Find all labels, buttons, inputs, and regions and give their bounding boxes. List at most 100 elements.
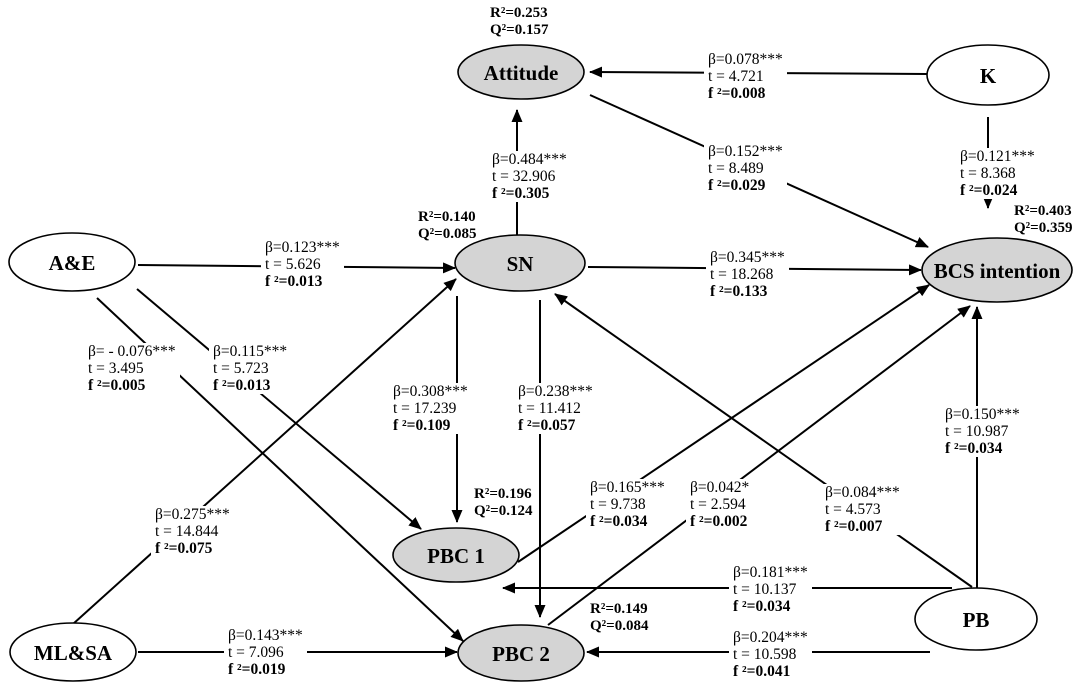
coef-k-to-bcs-intention: β=0.121*** t = 8.368 f ²=0.024 bbox=[956, 148, 1039, 199]
effect-size: f ²=0.013 bbox=[265, 273, 323, 290]
beta-value: β=0.275*** bbox=[155, 506, 230, 523]
t-value: t = 18.268 bbox=[710, 266, 774, 283]
effect-size: f ²=0.008 bbox=[708, 85, 766, 102]
node-bcs-intention: BCS intention bbox=[921, 237, 1073, 303]
t-value: t = 7.096 bbox=[228, 644, 284, 661]
coef-sn-to-pbc2: β=0.238*** t = 11.412 f ²=0.057 bbox=[514, 383, 597, 434]
effect-size: f ²=0.024 bbox=[960, 182, 1018, 199]
beta-value: β=0.204*** bbox=[733, 629, 808, 646]
coef-pbc2-to-bcs-intention: β=0.042* t = 2.594 f ²=0.002 bbox=[686, 479, 754, 530]
node-mlsa: ML&SA bbox=[9, 622, 137, 682]
beta-value: β=0.123*** bbox=[265, 239, 340, 256]
node-label-mlsa: ML&SA bbox=[34, 641, 113, 665]
t-value: t = 8.368 bbox=[960, 165, 1016, 182]
node-label-pbc1: PBC 1 bbox=[427, 544, 485, 568]
t-value: t = 10.598 bbox=[733, 646, 797, 663]
t-value: t = 8.489 bbox=[708, 160, 764, 177]
node-k: K bbox=[926, 44, 1050, 106]
t-value: t = 32.906 bbox=[492, 168, 556, 185]
node-ellipse-mlsa bbox=[9, 622, 137, 682]
t-value: t = 3.495 bbox=[88, 360, 144, 377]
coef-pbc1-to-bcs-intention: β=0.165*** t = 9.738 f ²=0.034 bbox=[586, 479, 669, 530]
t-value: t = 10.987 bbox=[945, 423, 1009, 440]
beta-value: β= - 0.076*** bbox=[88, 343, 176, 360]
node-label-k: K bbox=[980, 64, 997, 88]
effect-size: f ²=0.075 bbox=[155, 540, 213, 557]
effect-size: f ²=0.013 bbox=[213, 377, 271, 394]
coef-k-to-attitude: β=0.078*** t = 4.721 f ²=0.008 bbox=[704, 51, 787, 102]
node-ellipse-bcs-intention bbox=[921, 237, 1073, 303]
beta-value: β=0.121*** bbox=[960, 148, 1035, 165]
node-label-attitude: Attitude bbox=[484, 61, 559, 85]
beta-value: β=0.078*** bbox=[708, 51, 783, 68]
r-squared: R²=0.140 bbox=[418, 209, 476, 225]
coef-sn-to-bcs-intention: β=0.345*** t = 18.268 f ²=0.133 bbox=[706, 249, 789, 300]
path-pb-to-sn bbox=[554, 293, 973, 588]
r-squared: R²=0.403 bbox=[1014, 203, 1072, 219]
coef-ae-to-pbc2: β= - 0.076*** t = 3.495 f ²=0.005 bbox=[84, 343, 180, 394]
beta-value: β=0.150*** bbox=[945, 406, 1020, 423]
node-ellipse-pbc2 bbox=[457, 624, 585, 682]
node-ellipse-pbc1 bbox=[392, 527, 520, 583]
node-sn: SN bbox=[454, 234, 586, 292]
coef-sn-to-attitude: β=0.484*** t = 32.906 f ²=0.305 bbox=[488, 151, 571, 202]
fit-stats-attitude: R²=0.253 Q²=0.157 bbox=[490, 5, 548, 39]
node-ae: A&E bbox=[8, 232, 136, 292]
node-label-pbc2: PBC 2 bbox=[492, 642, 550, 666]
t-value: t = 9.738 bbox=[590, 496, 646, 513]
beta-value: β=0.345*** bbox=[710, 249, 785, 266]
q-squared: Q²=0.157 bbox=[490, 22, 549, 38]
path-ae-to-pbc1 bbox=[136, 288, 422, 530]
t-value: t = 11.412 bbox=[518, 400, 581, 417]
beta-value: β=0.181*** bbox=[733, 564, 808, 581]
fit-stats-bcs-intention: R²=0.403 Q²=0.359 bbox=[1014, 203, 1072, 237]
fit-stats-sn: R²=0.140 Q²=0.085 bbox=[418, 209, 476, 243]
beta-value: β=0.165*** bbox=[590, 479, 665, 496]
effect-size: f ²=0.002 bbox=[690, 513, 748, 530]
effect-size: f ²=0.005 bbox=[88, 377, 146, 394]
node-label-pb: PB bbox=[963, 608, 990, 632]
node-pb: PB bbox=[914, 587, 1038, 651]
t-value: t = 2.594 bbox=[690, 496, 746, 513]
fit-stats-pbc2: R²=0.149 Q²=0.084 bbox=[590, 601, 648, 635]
beta-value: β=0.143*** bbox=[228, 627, 303, 644]
coef-sn-to-pbc1: β=0.308*** t = 17.239 f ²=0.109 bbox=[389, 383, 472, 434]
beta-value: β=0.152*** bbox=[708, 143, 783, 160]
node-ellipse-attitude bbox=[457, 44, 585, 100]
beta-value: β=0.308*** bbox=[393, 383, 468, 400]
node-ellipse-sn bbox=[454, 234, 586, 292]
node-label-sn: SN bbox=[507, 252, 534, 276]
path-pbc2-to-bcs-intention bbox=[547, 305, 971, 626]
t-value: t = 17.239 bbox=[393, 400, 457, 417]
t-value: t = 5.626 bbox=[265, 256, 321, 273]
coef-pb-to-sn: β=0.084*** t = 4.573 f ²=0.007 bbox=[821, 484, 904, 535]
effect-size: f ²=0.034 bbox=[733, 598, 791, 615]
r-squared: R²=0.196 bbox=[474, 486, 532, 502]
node-label-ae: A&E bbox=[49, 251, 96, 275]
beta-value: β=0.484*** bbox=[492, 151, 567, 168]
t-value: t = 5.723 bbox=[213, 360, 269, 377]
node-ellipse-ae bbox=[8, 232, 136, 292]
coef-pb-to-bcs-intention: β=0.150*** t = 10.987 f ²=0.034 bbox=[941, 406, 1024, 457]
coef-attitude-to-bcs-intention: β=0.152*** t = 8.489 f ²=0.029 bbox=[704, 143, 787, 194]
effect-size: f ²=0.007 bbox=[825, 518, 883, 535]
t-value: t = 4.573 bbox=[825, 501, 881, 518]
node-attitude: Attitude bbox=[457, 44, 585, 100]
r-squared: R²=0.149 bbox=[590, 601, 648, 617]
effect-size: f ²=0.133 bbox=[710, 283, 768, 300]
beta-value: β=0.042* bbox=[690, 479, 750, 496]
t-value: t = 4.721 bbox=[708, 68, 764, 85]
coef-mlsa-to-sn: β=0.275*** t = 14.844 f ²=0.075 bbox=[151, 506, 234, 557]
coef-pb-to-pbc1: β=0.181*** t = 10.137 f ²=0.034 bbox=[729, 564, 812, 615]
effect-size: f ²=0.019 bbox=[228, 661, 286, 678]
effect-size: f ²=0.305 bbox=[492, 185, 550, 202]
t-value: t = 10.137 bbox=[733, 581, 797, 598]
fit-stats-pbc1: R²=0.196 Q²=0.124 bbox=[474, 486, 532, 520]
node-label-bcs-intention: BCS intention bbox=[934, 259, 1061, 283]
effect-size: f ²=0.109 bbox=[393, 417, 451, 434]
beta-value: β=0.238*** bbox=[518, 383, 593, 400]
r-squared: R²=0.253 bbox=[490, 5, 548, 21]
node-pbc1: PBC 1 bbox=[392, 527, 520, 583]
node-ellipse-k bbox=[926, 44, 1050, 106]
coef-ae-to-pbc1: β=0.115*** t = 5.723 f ²=0.013 bbox=[209, 343, 292, 394]
